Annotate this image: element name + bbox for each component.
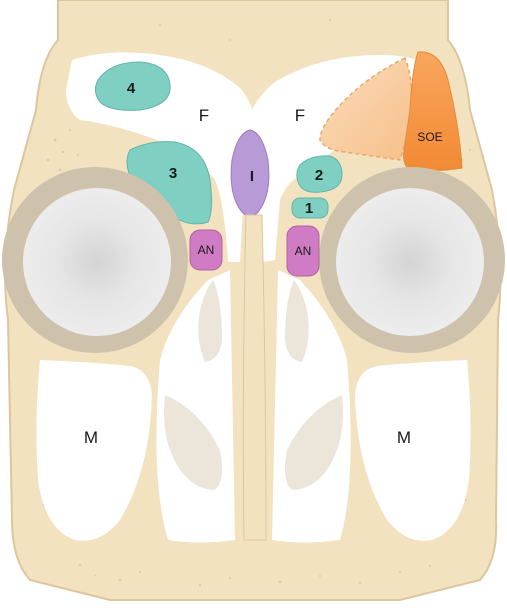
label-maxillary-left: M — [84, 428, 98, 447]
nasal-septum — [242, 214, 267, 541]
turbinate-left-inferior — [164, 395, 223, 490]
cell-4 — [94, 61, 171, 111]
agger-nasi-right — [286, 225, 320, 277]
label-soe: SOE — [417, 130, 442, 144]
soe-cell — [403, 51, 463, 172]
turbinate-right-inferior — [284, 395, 343, 490]
turbinate-right-middle — [285, 280, 309, 362]
turbinate-left-middle — [198, 280, 222, 362]
cell-1 — [291, 197, 329, 219]
label-agger-nasi-right: AN — [295, 244, 312, 258]
label-cell-1: 1 — [305, 200, 313, 217]
orbit-right — [319, 167, 505, 353]
label-septal-i: I — [250, 168, 254, 185]
maxillary-sinus-right — [355, 360, 471, 541]
label-frontal-right: F — [295, 106, 305, 125]
label-cell-2: 2 — [315, 167, 323, 184]
orbit-left — [2, 167, 188, 353]
label-cell-3: 3 — [169, 165, 177, 182]
agger-nasi-left — [189, 229, 223, 271]
label-maxillary-right: M — [397, 428, 411, 447]
label-cell-4: 4 — [127, 80, 136, 97]
label-agger-nasi-left: AN — [198, 243, 215, 257]
maxillary-sinus-left — [36, 360, 152, 541]
cell-2 — [296, 155, 343, 193]
label-frontal-left: F — [199, 106, 209, 125]
